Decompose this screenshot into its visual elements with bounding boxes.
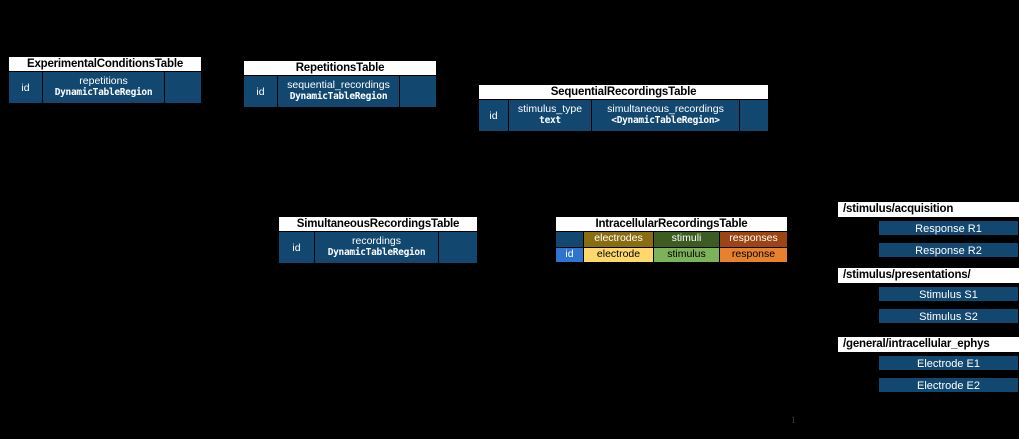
column-type: <DynamicTableRegion> xyxy=(611,115,720,126)
ellipsis-label: ... xyxy=(747,109,761,122)
item-label: Response R2 xyxy=(915,245,982,257)
group-item-electrode-e1[interactable]: Electrode E1 xyxy=(878,355,1019,371)
table-repetitions[interactable]: RepetitionsTable id sequential_recording… xyxy=(243,60,437,108)
item-label: Electrode E2 xyxy=(917,380,980,392)
column-name: id xyxy=(256,85,265,98)
table-title: ExperimentalConditionsTable xyxy=(8,56,202,71)
column-id[interactable]: id xyxy=(556,247,584,262)
table-title: SequentialRecordingsTable xyxy=(478,84,769,99)
column-name: repetitions xyxy=(79,75,128,87)
category-electrodes[interactable]: electrodes xyxy=(584,232,654,247)
column-name: id xyxy=(292,241,301,254)
table-title: SimultaneousRecordingsTable xyxy=(278,216,478,231)
table-body: id stimulus_type text simultaneous_recor… xyxy=(478,99,769,132)
column-sequential-recordings[interactable]: sequential_recordings DynamicTableRegion xyxy=(278,76,400,107)
ellipsis-label: ... xyxy=(175,81,189,94)
category-blank xyxy=(556,232,584,247)
group-title: /stimulus/presentations/ xyxy=(838,268,1019,283)
column-stimulus-type[interactable]: stimulus_type text xyxy=(509,100,592,131)
group-item-electrode-e2[interactable]: Electrode E2 xyxy=(878,377,1019,393)
group-title: /stimulus/acquisition xyxy=(838,202,1019,217)
group-stimulus-presentations: /stimulus/presentations/ Stimulus S1 Sti… xyxy=(838,268,1019,324)
group-item-response-r2[interactable]: Response R2 xyxy=(878,242,1019,258)
column-response[interactable]: response xyxy=(720,247,787,262)
group-item-stimulus-s2[interactable]: Stimulus S2 xyxy=(878,308,1019,324)
column-electrode[interactable]: electrode xyxy=(584,247,654,262)
table-title: RepetitionsTable xyxy=(243,60,437,75)
category-responses[interactable]: responses xyxy=(720,232,787,247)
column-more[interactable]: ... xyxy=(740,100,768,131)
column-id[interactable]: id xyxy=(479,100,509,131)
table-body: electrodes stimuli responses id electrod… xyxy=(555,231,788,263)
column-type: text xyxy=(539,115,561,126)
item-label: Stimulus S1 xyxy=(919,289,978,301)
category-stimuli[interactable]: stimuli xyxy=(654,232,720,247)
column-simultaneous-recordings[interactable]: simultaneous_recordings <DynamicTableReg… xyxy=(592,100,740,131)
item-label: Response R1 xyxy=(915,223,982,235)
item-label: Stimulus S2 xyxy=(919,311,978,323)
column-name: stimulus_type xyxy=(517,103,583,115)
column-stimulus[interactable]: stimulus xyxy=(654,247,720,262)
column-id[interactable]: id xyxy=(279,232,315,263)
column-id[interactable]: id xyxy=(244,76,278,107)
ellipsis-label: ... xyxy=(410,85,424,98)
column-more[interactable]: ... xyxy=(439,232,475,263)
column-header-row: id electrode stimulus response xyxy=(556,247,787,262)
table-simultaneous-recordings[interactable]: SimultaneousRecordingsTable id recording… xyxy=(278,216,478,264)
column-id[interactable]: id xyxy=(9,72,43,103)
group-item-response-r1[interactable]: Response R1 xyxy=(878,220,1019,236)
table-experimental-conditions[interactable]: ExperimentalConditionsTable id repetitio… xyxy=(8,56,202,104)
table-sequential-recordings[interactable]: SequentialRecordingsTable id stimulus_ty… xyxy=(478,84,769,132)
column-type: DynamicTableRegion xyxy=(54,87,153,98)
column-name: simultaneous_recordings xyxy=(607,103,724,115)
item-label: Electrode E1 xyxy=(917,358,980,370)
table-body: id repetitions DynamicTableRegion ... xyxy=(8,71,202,104)
table-intracellular-recordings[interactable]: IntracellularRecordingsTable electrodes … xyxy=(555,216,788,263)
table-body: id recordings DynamicTableRegion ... xyxy=(278,231,478,264)
group-general-intracellular-ephys: /general/intracellular_ephys Electrode E… xyxy=(838,337,1019,393)
column-type: DynamicTableRegion xyxy=(289,91,388,102)
group-stimulus-acquisition: /stimulus/acquisition Response R1 Respon… xyxy=(838,202,1019,258)
column-name: recordings xyxy=(351,235,402,247)
category-header-row: electrodes stimuli responses xyxy=(556,232,787,247)
table-title: IntracellularRecordingsTable xyxy=(555,216,788,231)
ellipsis-label: ... xyxy=(450,241,464,254)
column-more[interactable]: ... xyxy=(400,76,434,107)
group-item-stimulus-s1[interactable]: Stimulus S1 xyxy=(878,286,1019,302)
table-body: id sequential_recordings DynamicTableReg… xyxy=(243,75,437,108)
column-recordings[interactable]: recordings DynamicTableRegion xyxy=(315,232,439,263)
page-marker: 1 xyxy=(791,415,796,425)
column-name: id xyxy=(21,81,30,94)
column-name: id xyxy=(489,109,498,122)
group-title: /general/intracellular_ephys xyxy=(838,337,1019,352)
column-more[interactable]: ... xyxy=(165,72,199,103)
column-type: DynamicTableRegion xyxy=(327,247,426,258)
column-name: sequential_recordings xyxy=(287,79,390,91)
column-repetitions[interactable]: repetitions DynamicTableRegion xyxy=(43,72,165,103)
